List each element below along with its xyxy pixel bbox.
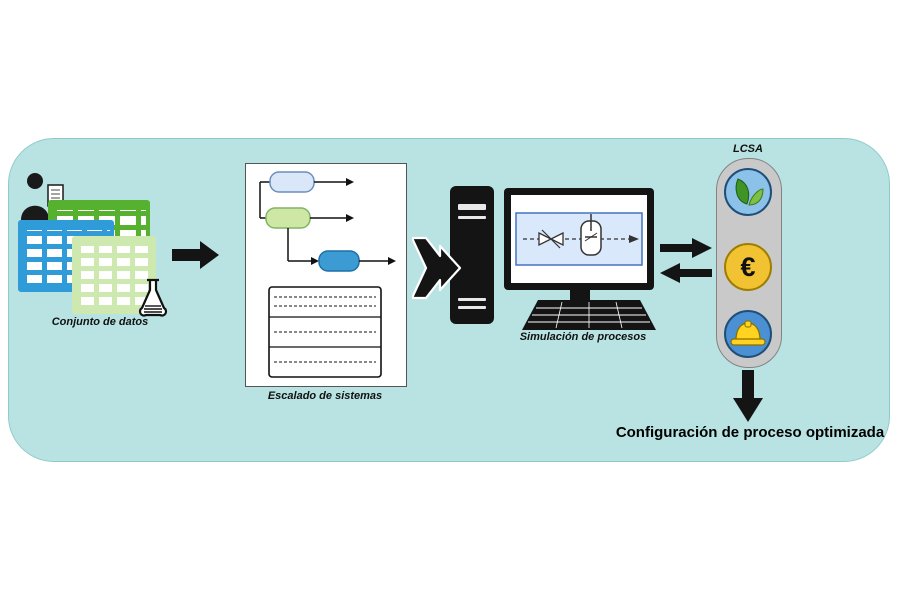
- hard-hat-icon: [730, 320, 766, 346]
- flowchart-icon: [259, 171, 396, 272]
- output-label: Configuración de proceso optimizada: [615, 424, 885, 441]
- simulation-label: Simulación de procesos: [519, 331, 647, 343]
- monitor-icon: [504, 188, 654, 290]
- keyboard-icon: [522, 300, 656, 330]
- process-flowsheet-icon: [515, 212, 643, 266]
- leaf-icon: [735, 178, 764, 206]
- scaling-table-icon: [268, 286, 382, 378]
- safety-circle: [724, 310, 772, 358]
- environment-circle: [724, 168, 772, 216]
- monitor-stand-icon: [570, 290, 590, 300]
- flask-icon: [138, 278, 168, 317]
- dataset-label: Conjunto de datos: [51, 316, 149, 328]
- economy-circle: €: [724, 243, 772, 291]
- down-arrow-icon: [733, 370, 763, 422]
- exchange-arrows-icon: [660, 238, 712, 283]
- scaling-label: Escalado de sistemas: [267, 390, 383, 402]
- transfer-arrow-icon: [412, 236, 462, 300]
- system-scaling-panel: [245, 163, 407, 387]
- computer-tower-icon: [450, 186, 494, 324]
- flow-arrow-right-icon: [172, 241, 219, 269]
- light-green-spreadsheet-icon: [72, 236, 156, 314]
- lcsa-label: LCSA: [733, 143, 763, 155]
- monitor-screen: [510, 194, 648, 284]
- euro-icon: €: [740, 251, 756, 282]
